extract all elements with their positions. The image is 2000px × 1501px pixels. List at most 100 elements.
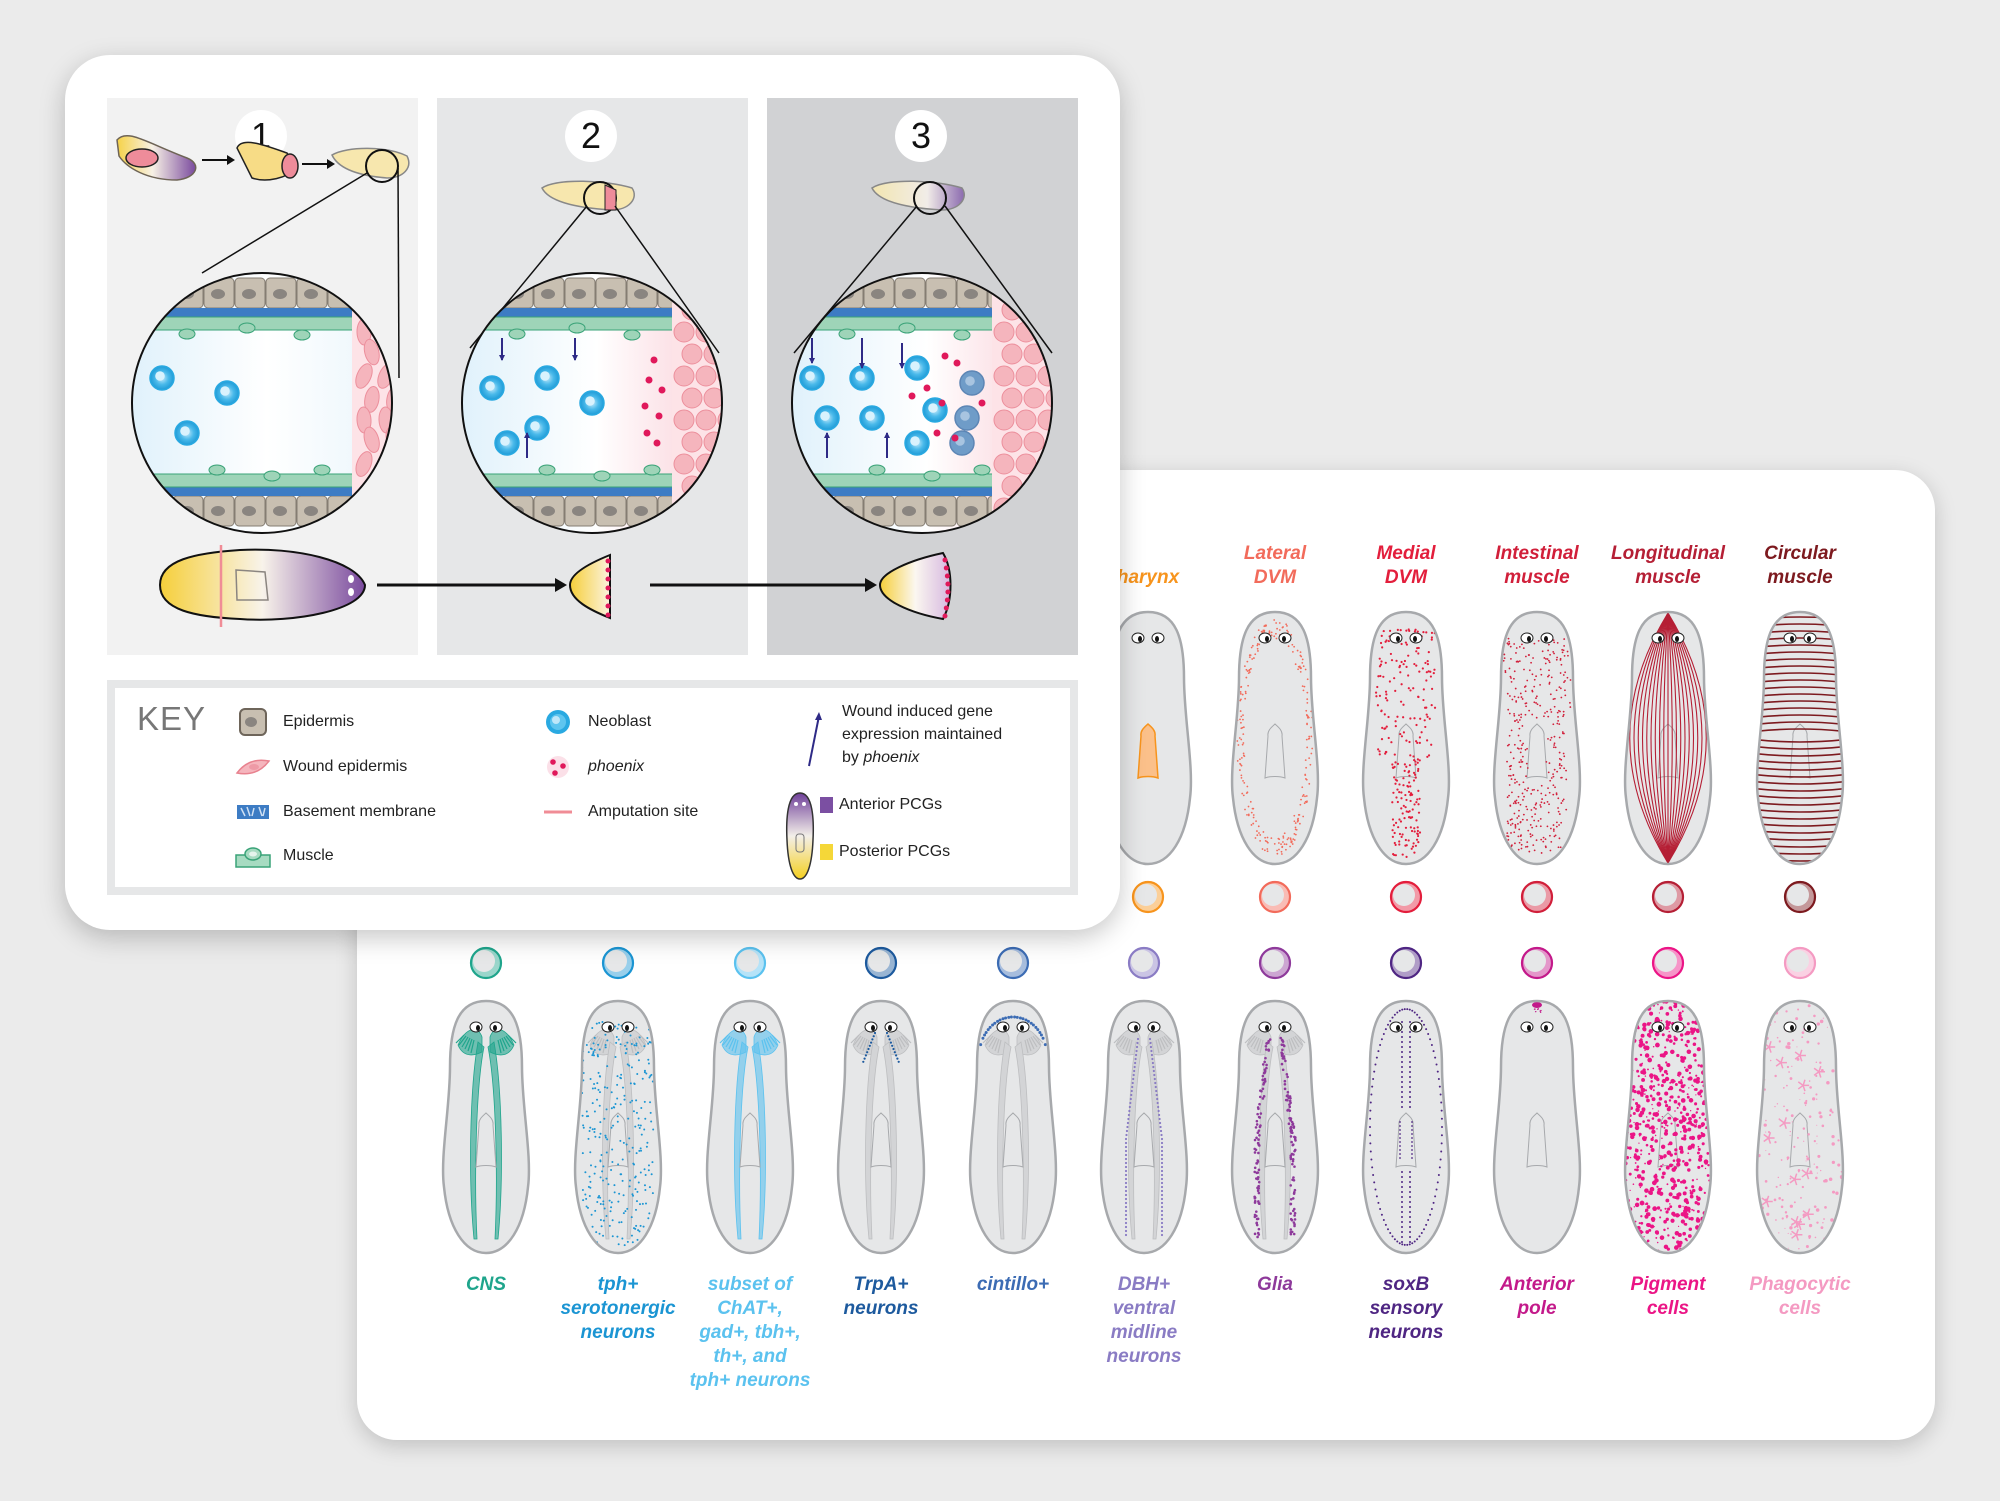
worm-dbh-ventral-midline-neurons: [1099, 999, 1189, 1255]
marker-dot: [1396, 1011, 1399, 1014]
marker-dot: [1838, 1213, 1841, 1216]
marker-dot: [1682, 1105, 1686, 1109]
marker-dot: [1661, 1122, 1664, 1125]
epidermis-cell: [471, 495, 503, 527]
marker-dot: [1846, 1079, 1847, 1080]
marker-dot: [610, 1107, 613, 1110]
marker-dot: [634, 1125, 637, 1128]
marker-dot: [1842, 1238, 1843, 1242]
marker-dot: [1124, 1169, 1128, 1173]
marker-dot: [635, 1111, 638, 1114]
marker-dot: [1402, 784, 1405, 787]
marker-dot: [596, 1098, 599, 1101]
marker-dot: [1681, 1076, 1684, 1079]
marker-dot: [1619, 1093, 1624, 1098]
marker-dot: [1715, 1223, 1718, 1227]
marker-dot: [1547, 771, 1550, 774]
marker-dot: [1257, 1201, 1261, 1205]
muscle-fiber: [1667, 612, 1673, 864]
marker-dot: [1537, 819, 1540, 822]
marker-dot: [1133, 1065, 1136, 1069]
marker-dot: [1280, 850, 1283, 853]
marker-dot: [1508, 765, 1511, 768]
marker-dot: [1692, 1250, 1697, 1253]
marker-dot: [1543, 715, 1545, 718]
marker-dot: [1620, 1127, 1624, 1131]
marker-dot: [1691, 1179, 1695, 1182]
cell-type-marker-ring: [733, 946, 767, 980]
marker-dot: [587, 1115, 590, 1118]
marker-dot: [1815, 1165, 1819, 1169]
marker-dot: [1750, 1235, 1751, 1236]
marker-dot: [1519, 739, 1522, 742]
marker-dot: [596, 1082, 599, 1085]
marker-dot: [1124, 1141, 1128, 1145]
marker-dot: [1398, 818, 1401, 821]
marker-dot: [1691, 1001, 1696, 1006]
marker-dot: [1645, 1208, 1649, 1212]
marker-dot: [984, 1030, 988, 1034]
key-label-italic: phoenix: [863, 749, 920, 766]
marker-dot: [1130, 1093, 1133, 1097]
marker-dot: [1401, 1066, 1403, 1068]
marker-dot: [626, 1240, 629, 1243]
marker-dot: [1149, 1045, 1153, 1049]
marker-dot: [1411, 1133, 1413, 1135]
marker-dot: [1242, 754, 1245, 757]
marker-dot: [1519, 765, 1522, 768]
marker-dot: [601, 1170, 604, 1173]
marker-dot: [1706, 1082, 1709, 1086]
marker-dot: [1437, 1078, 1440, 1081]
marker-dot: [1839, 1079, 1842, 1081]
marker-dot: [1625, 1080, 1630, 1086]
marker-dot: [1545, 760, 1548, 763]
marker-dot: [1824, 1178, 1828, 1183]
marker-dot: [1826, 1026, 1828, 1028]
label-line: Lateral: [1243, 543, 1307, 564]
marker-dot: [1644, 1195, 1647, 1198]
marker-dot: [1544, 794, 1547, 797]
marker-dot: [1434, 1195, 1437, 1198]
phagocyte-arm: [1793, 1223, 1800, 1229]
marker-dot: [1281, 1040, 1285, 1043]
marker-dot: [1286, 1075, 1289, 1079]
marker-dot: [1697, 1165, 1701, 1169]
marker-dot: [628, 1179, 631, 1182]
marker-dot: [1385, 693, 1388, 696]
marker-dot: [1625, 1054, 1627, 1059]
wound-epidermis-cell: [1045, 475, 1052, 497]
marker-dot: [621, 1179, 624, 1182]
marker-dot: [1653, 1225, 1655, 1228]
marker-dot: [1160, 1217, 1164, 1221]
marker-dot: [1380, 1038, 1383, 1041]
marker-dot: [1401, 853, 1404, 856]
marker-dot: [611, 1219, 614, 1222]
marker-dot: [1526, 819, 1528, 821]
marker-dot: [1401, 1021, 1403, 1023]
marker-dot: [1618, 1122, 1619, 1123]
marker-dot: [1752, 1001, 1753, 1002]
marker-dot: [1691, 1020, 1695, 1024]
marker-dot: [1691, 1185, 1695, 1189]
marker-dot: [1277, 842, 1280, 844]
marker-dot: [887, 1035, 890, 1038]
marker-dot: [1291, 1178, 1294, 1182]
marker-dot: [645, 1145, 648, 1148]
marker-dot: [1841, 1081, 1843, 1085]
marker-dot: [638, 1127, 641, 1130]
marker-dot: [1793, 1145, 1796, 1148]
marker-dot: [1558, 824, 1560, 826]
marker-dot: [1379, 641, 1383, 645]
marker-dot: [1391, 1235, 1394, 1238]
marker-dot: [1620, 1010, 1621, 1011]
marker-dot: [1406, 1243, 1409, 1246]
marker-dot: [1415, 740, 1418, 743]
marker-dot: [1511, 818, 1513, 821]
marker-dot: [1566, 650, 1569, 653]
marker-dot: [1399, 732, 1402, 736]
marker-dot: [1712, 1163, 1714, 1165]
marker-dot: [1762, 1034, 1765, 1036]
marker-dot: [1715, 1244, 1718, 1247]
marker-dot: [1160, 1229, 1164, 1233]
marker-dot: [1517, 721, 1520, 724]
